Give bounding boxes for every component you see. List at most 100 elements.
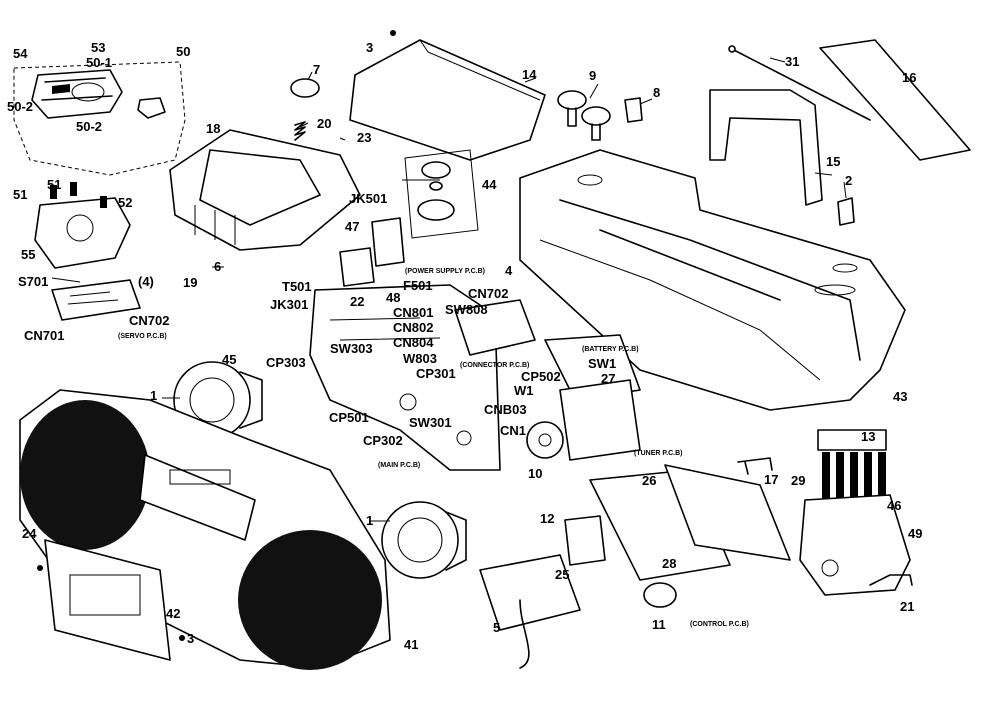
ref-label-cn804: CN804 xyxy=(393,335,434,350)
ref-label-sw808: SW808 xyxy=(445,302,488,317)
part-label-27: 27 xyxy=(601,371,616,386)
part-label-42: 42 xyxy=(166,606,181,621)
part-label-45: 45 xyxy=(222,352,237,367)
part-label-9: 9 xyxy=(589,68,597,83)
ref-label-cnb03: CNB03 xyxy=(484,402,527,417)
part-label-4: 4 xyxy=(505,263,513,278)
ref-label-sw301: SW301 xyxy=(409,415,452,430)
part-label-6: 6 xyxy=(214,259,222,274)
clip-8 xyxy=(624,97,643,123)
ref-label-f501: F501 xyxy=(403,278,433,293)
clip-2 xyxy=(837,197,855,226)
part-label-26: 26 xyxy=(642,473,657,488)
part-label-44: 44 xyxy=(482,177,497,192)
part-label-10: 10 xyxy=(528,466,543,481)
motor-11 xyxy=(643,582,677,608)
cd-chassis xyxy=(34,182,131,269)
part-label-50-2-left: 50-2 xyxy=(7,99,34,114)
ref-label-cn702-servo: CN702 xyxy=(129,313,170,328)
part-label-51-left: 51 xyxy=(13,187,28,202)
part-label-48: 48 xyxy=(386,290,401,305)
board-label-connector: (CONNECTOR P.C.B) xyxy=(460,362,530,369)
part-label-22: 22 xyxy=(350,294,365,309)
board-label-control: (CONTROL P.C.B) xyxy=(690,621,749,628)
ref-label-cp303: CP303 xyxy=(266,355,306,370)
screws xyxy=(37,30,396,641)
part-label-18: 18 xyxy=(206,121,221,136)
ref-label-cp301: CP301 xyxy=(416,366,456,381)
tuner-pcb xyxy=(559,379,641,461)
part-label-16: 16 xyxy=(902,70,917,85)
part-label-20: 20 xyxy=(317,116,332,131)
cassette-mechanism xyxy=(479,554,581,669)
ref-label-sw1: SW1 xyxy=(588,356,617,371)
part-label-5: 5 xyxy=(493,620,501,635)
part-label-49: 49 xyxy=(908,526,923,541)
part-label-2: 2 xyxy=(845,173,853,188)
ref-label-w803: W803 xyxy=(403,351,437,366)
part-label-50-1: 50-1 xyxy=(86,55,113,70)
bracket-17 xyxy=(737,457,773,475)
ref-label-sw303: SW303 xyxy=(330,341,373,356)
cd-door-assembly xyxy=(169,129,361,251)
part-label-17: 17 xyxy=(764,472,779,487)
part-label-28: 28 xyxy=(662,556,677,571)
tuning-disc-10 xyxy=(526,421,564,459)
part-label-24: 24 xyxy=(22,526,37,541)
cd-pickup-assembly xyxy=(31,69,123,119)
speaker-lower xyxy=(381,501,467,579)
gear-assembly-44 xyxy=(404,149,479,239)
ref-label-cp302: CP302 xyxy=(363,433,403,448)
bracket-21 xyxy=(869,574,913,586)
main-pcb xyxy=(309,284,501,471)
ref-label-s701: S701 xyxy=(18,274,49,289)
part-label-46: 46 xyxy=(887,498,902,513)
ref-label-cp502: CP502 xyxy=(521,369,561,384)
ref-label-t501: T501 xyxy=(282,279,312,294)
part-label-50: 50 xyxy=(176,44,191,59)
part-label-52: 52 xyxy=(118,195,133,210)
knobs-9 xyxy=(557,90,611,141)
board-label-servo: (SERVO P.C.B) xyxy=(118,333,167,340)
handle xyxy=(709,45,871,206)
part-label-41: 41 xyxy=(404,637,419,652)
board-label-power: (POWER SUPPLY P.C.B) xyxy=(405,268,486,275)
spring-20 xyxy=(294,121,306,141)
part-label-50-2-right: 50-2 xyxy=(76,119,103,134)
cd-mechanism-group-outline xyxy=(13,61,186,176)
leader-lines xyxy=(51,57,847,522)
part-label-21: 21 xyxy=(900,599,915,614)
part-label-19: 19 xyxy=(183,275,198,290)
part-label-15: 15 xyxy=(826,154,841,169)
part-label-53: 53 xyxy=(91,40,106,55)
ref-label-w1: W1 xyxy=(514,383,534,398)
part-label-13: 13 xyxy=(861,429,876,444)
connector-pcb xyxy=(454,299,536,356)
part-label-4-paren: (4) xyxy=(138,274,154,289)
part-label-14: 14 xyxy=(522,67,537,82)
board-label-battery: (BATTERY P.C.B) xyxy=(582,346,639,353)
part-label-7: 7 xyxy=(313,62,321,77)
switch-base xyxy=(799,494,911,596)
part-label-8: 8 xyxy=(653,85,661,100)
top-cover xyxy=(349,39,546,161)
front-panel-42 xyxy=(44,539,171,661)
control-frame-26 xyxy=(664,464,791,561)
part-label-25: 25 xyxy=(555,567,570,582)
ref-label-cn701: CN701 xyxy=(24,328,65,343)
part-label-1-lower: 1 xyxy=(366,513,374,528)
ref-label-cn702-main: CN702 xyxy=(468,286,509,301)
part-label-3-bottom: 3 xyxy=(187,631,195,646)
board-label-tuner: (TUNER P.C.B) xyxy=(634,450,683,457)
ref-label-cn801: CN801 xyxy=(393,305,434,320)
part-label-55: 55 xyxy=(21,247,36,262)
bracket-16 xyxy=(819,39,971,161)
part-label-23: 23 xyxy=(357,130,372,145)
ref-label-cn802: CN802 xyxy=(393,320,434,335)
part-label-47: 47 xyxy=(345,219,360,234)
part-label-3-top: 3 xyxy=(366,40,374,55)
power-supply-pcb xyxy=(339,217,405,287)
ref-label-jk301: JK301 xyxy=(270,297,309,312)
part-label-51-right: 51 xyxy=(47,177,62,192)
